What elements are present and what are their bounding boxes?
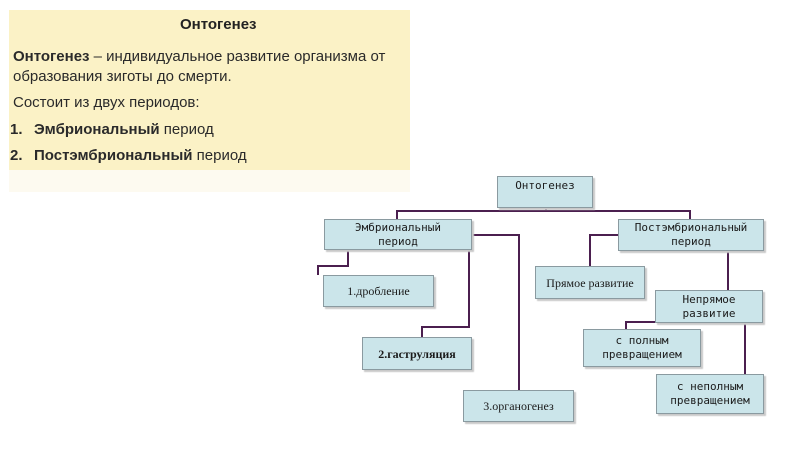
period-item-2: 2. Постэмбриональный период	[10, 147, 247, 164]
period-item-1-suffix: период	[159, 121, 214, 138]
node-embryonic-period: Эмбриональный период	[324, 219, 472, 250]
node-complete-metamorphosis: с полным превращением	[583, 329, 701, 367]
definition-panel: Онтогенез Онтогенез – индивидуальное раз…	[9, 10, 410, 170]
definition-line-2: образования зиготы до смерти.	[13, 68, 232, 85]
node-incomplete-metamorphosis: с неполным превращением	[656, 374, 764, 414]
panel-reflection	[9, 170, 410, 192]
period-item-2-name: Постэмбриональный	[34, 147, 193, 164]
connector-indirect-complete	[625, 321, 658, 329]
period-item-2-suffix: период	[192, 147, 247, 164]
connector-embryonic-organogenesis	[470, 234, 520, 390]
panel-title: Онтогенез	[180, 16, 257, 33]
period-item-1: 1. Эмбриональный период	[10, 121, 214, 138]
node-organogenesis: 3.органогенез	[463, 390, 574, 422]
node-indirect-development: Непрямое развитие	[655, 290, 763, 323]
connector-post-direct	[589, 234, 620, 266]
node-postembryonic-period: Постэмбриональный период	[618, 219, 764, 251]
connector-root-branches	[396, 210, 691, 225]
node-cleavage: 1.дробление	[323, 275, 434, 307]
node-ontogenesis: Онтогенез	[497, 176, 593, 208]
connector-embryonic-cleavage	[317, 249, 349, 275]
period-item-1-number: 1.	[10, 121, 23, 138]
definition-text: – индивидуальное развитие организма от	[89, 48, 386, 65]
connector-embryonic-gastrulation	[421, 249, 470, 337]
period-item-1-name: Эмбриональный	[34, 121, 160, 138]
periods-intro: Состоит из двух периодов:	[13, 94, 200, 111]
period-item-2-number: 2.	[10, 147, 23, 164]
definition-term: Онтогенез	[13, 48, 90, 65]
node-gastrulation: 2.гаструляция	[362, 337, 472, 370]
node-direct-development: Прямое развитие	[535, 266, 645, 299]
definition-line-1: Онтогенез – индивидуальное развитие орга…	[13, 48, 385, 65]
